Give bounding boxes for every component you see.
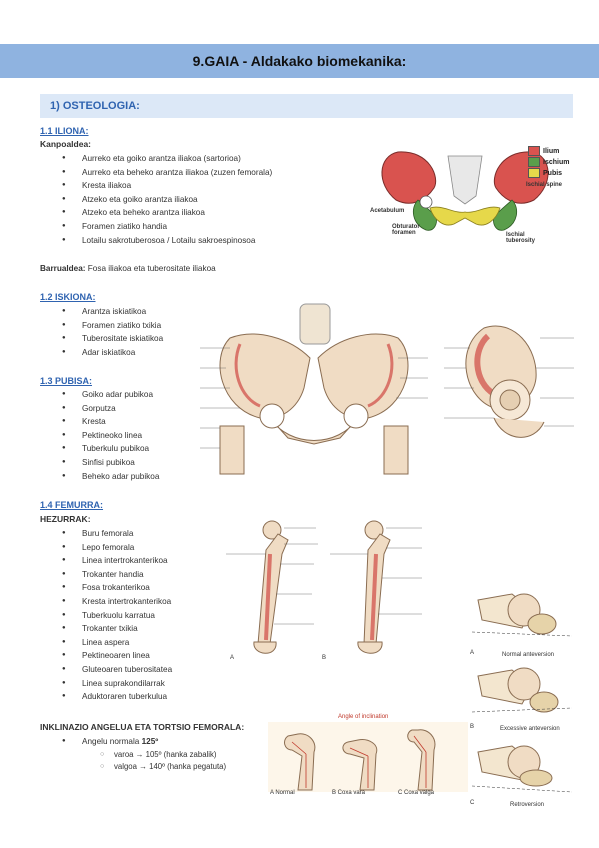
iskiona-heading: 1.2 ISKIONA: [40,292,96,302]
legend-pubis: Pubis [528,168,562,178]
iliona-list: Aurreko eta goiko arantza iliakoa (sarto… [62,152,272,247]
list-item: Tuberkuolu karratua [62,609,172,623]
torsion-caption-b-text: Excessive anteversion [500,726,560,732]
femurra-list: Buru femorala Lepo femorala Linea intert… [62,527,172,704]
section-header: 1) OSTEOLOGIA: [40,94,573,118]
list-item: Kresta [62,415,159,429]
torsion-caption-c-text: Retroversion [510,802,545,808]
pelvis-bones-figure [381,151,549,231]
list-item: Tuberositate iskiatikoa [62,332,163,346]
list-item: Buru femorala [62,527,172,541]
list-item: Pektineoaren linea [62,649,172,663]
torsion-caption-b-letter: B [470,724,475,730]
list-item: Goiko adar pubikoa [62,388,159,402]
angle-caption-b: B Coxa vara [332,790,366,796]
barrualdea-text: Fosa iliakoa eta tuberositate iliakoa [87,264,216,273]
femur-caption-a: A [230,655,235,661]
legend-ischium: Ischium [528,157,569,167]
femur-caption-b: B [322,655,327,661]
list-item: Trokanter txikia [62,622,172,636]
list-item: Fosa trokanterikoa [62,581,172,595]
list-item: Lepo femorala [62,541,172,555]
page-title-bar: 9.GAIA - Aldakako biomekanika: [0,44,599,78]
angelua-sublist: varoa → 105º (hanka zabalik) valgoa → 14… [100,749,226,773]
section-title: 1) OSTEOLOGIA: [50,100,140,112]
femur-figures [226,520,422,654]
pelvis-anterior-figure [200,303,428,475]
pelvis-lateral-figure [444,325,574,438]
iskiona-list: Arantza iskiatikoa Foramen ziatiko txiki… [62,305,163,359]
angle-caption-c: C Coxa valga [398,790,435,796]
list-item: Beheko adar pubikoa [62,470,159,484]
list-item: varoa → 105º (hanka zabalik) [100,749,226,761]
list-item: Adar iskiatikoa [62,346,163,360]
femoral-torsion-figures [472,593,572,793]
angelua-item-value: 125º [141,737,159,746]
iliona-heading: 1.1 ILIONA: [40,126,89,136]
list-item: Aurreko eta goiko arantza iliakoa (sarto… [62,152,272,166]
callout-ischial-spine: Ischial spine [526,182,563,188]
list-item: Linea intertrokanterikoa [62,554,172,568]
list-item: Trokanter handia [62,568,172,582]
list-item: Atzeko eta goiko arantza iliakoa [62,193,272,207]
barrualdea-label: Barrualdea: [40,264,86,273]
angelua-item-prefix: Angelu normala [82,737,142,746]
angelua-list: Angelu normala 125º [62,735,158,749]
list-item: Atzeko eta beheko arantza iliakoa [62,206,272,220]
list-item: Foramen ziatiko txikia [62,319,163,333]
list-item: Aurreko eta beheko arantza iliakoa (zuze… [62,166,272,180]
callout-ischial-tuberosity: Ischial tuberosity [506,232,536,244]
list-item: Arantza iskiatikoa [62,305,163,319]
list-item: Kresta iliakoa [62,179,272,193]
legend-ilium: Ilium [528,146,559,156]
callout-obturator: Obturator foramen [392,224,420,236]
list-item: Sinfisi pubikoa [62,456,159,470]
list-item: Gorputza [62,402,159,416]
list-item: Lotailu sakrotuberosoa / Lotailu sakroes… [62,234,272,248]
list-item: Kresta intertrokanterikoa [62,595,172,609]
callout-acetabulum: Acetabulum [370,208,405,214]
angelua-heading: INKLINAZIO ANGELUA ETA TORTSIO FEMORALA: [40,722,245,732]
list-item: Aduktoraren tuberkulua [62,690,172,704]
pubisa-heading: 1.3 PUBISA: [40,376,93,386]
barrualdea-line: Barrualdea: Fosa iliakoa eta tuberositat… [40,264,216,273]
torsion-caption-a-letter: A [470,650,475,656]
list-item: Tuberkulu pubikoa [62,442,159,456]
list-item: Linea aspera [62,636,172,650]
list-item: Angelu normala 125º [62,735,158,749]
list-item: Foramen ziatiko handia [62,220,272,234]
torsion-caption-c-letter: C [470,800,475,806]
torsion-caption-a-text: Normal anteversion [502,652,555,658]
kanpoaldea-label: Kanpoaldea: [40,139,92,149]
femurra-heading: 1.4 FEMURRA: [40,500,104,510]
pubisa-list: Goiko adar pubikoa Gorputza Kresta Pekti… [62,388,159,483]
angle-figure-title: Angle of inclination [338,714,389,720]
list-item: Linea suprakondilarrak [62,677,172,691]
list-item: Pektineoko linea [62,429,159,443]
list-item: Gluteoaren tuberositatea [62,663,172,677]
angle-inclination-figures [268,722,468,792]
page-title: 9.GAIA - Aldakako biomekanika: [192,53,407,69]
angle-caption-a: A Normal [270,790,295,796]
hezurrak-label: HEZURRAK: [40,514,91,524]
list-item: valgoa → 140º (hanka pegatuta) [100,761,226,773]
